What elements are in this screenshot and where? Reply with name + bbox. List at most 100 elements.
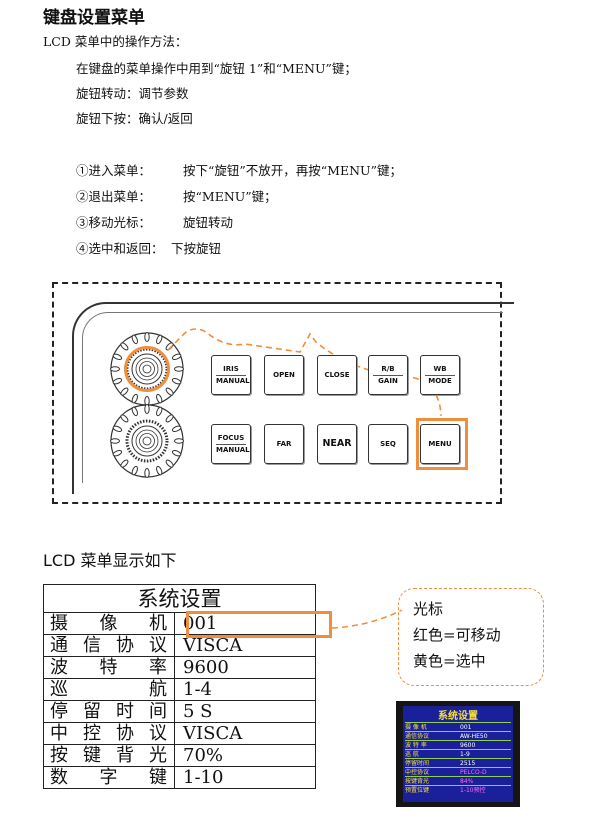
lcd-menu-header: 系统设置 bbox=[43, 584, 316, 613]
lcd-screen-label: 按键背光 bbox=[405, 778, 430, 785]
seq-key[interactable]: SEQ bbox=[368, 424, 408, 464]
key-label: MANUAL bbox=[216, 374, 250, 385]
far-key[interactable]: FAR bbox=[264, 424, 304, 464]
legend-line: 黄色=选中 bbox=[413, 652, 486, 670]
lcd-screen-label: 巡 航 bbox=[405, 751, 419, 758]
knob-illustration bbox=[110, 332, 184, 478]
step-text: 按下“旋钮”不放开，再按“MENU”键； bbox=[183, 163, 402, 178]
knob-2[interactable] bbox=[110, 404, 184, 478]
close-key[interactable]: CLOSE bbox=[317, 355, 357, 395]
setting-label: 波特率 bbox=[43, 656, 175, 679]
key-label: IRIS bbox=[223, 364, 239, 373]
setting-value: VISCA bbox=[174, 722, 316, 745]
step-label: ③移动光标： bbox=[76, 215, 152, 230]
setting-label: 巡航 bbox=[43, 678, 175, 701]
iris-manual-key[interactable]: IRIS MANUAL bbox=[211, 355, 251, 395]
knob-1[interactable] bbox=[110, 332, 184, 406]
lcd-screen-value: 84% bbox=[460, 778, 474, 785]
setting-label: 中控协议 bbox=[43, 722, 175, 745]
lcd-screen-value: PELCO-D bbox=[460, 769, 487, 776]
setting-label: 通信协议 bbox=[43, 634, 175, 657]
lcd-screen-row: 预置位键 1-10预控 bbox=[405, 785, 511, 795]
lcd-screen-row: 摄 像 机 001 bbox=[405, 722, 511, 732]
lcd-screen-row: 波 特 率 9600 bbox=[405, 740, 511, 750]
keyboard-panel-inner-edge bbox=[82, 312, 503, 483]
instruction-line: 在键盘的菜单操作中用到“旋钮 1”和“MENU”键； bbox=[76, 61, 357, 76]
key-label: FAR bbox=[276, 439, 292, 448]
lcd-screen-row: 中控协议 PELCO-D bbox=[405, 767, 511, 777]
setting-label: 按键背光 bbox=[43, 744, 175, 767]
lcd-screen-row: 通信协议 AW-HE50 bbox=[405, 731, 511, 741]
lcd-screen-label: 摄 像 机 bbox=[405, 724, 427, 731]
lcd-screen-value: 1-9 bbox=[460, 751, 470, 758]
legend-line: 红色=可移动 bbox=[413, 626, 501, 644]
key-label: OPEN bbox=[273, 370, 295, 379]
lcd-screen-value: 2515 bbox=[460, 760, 476, 767]
menu-key-highlight bbox=[416, 418, 468, 470]
lcd-screen-label: 波 特 率 bbox=[405, 742, 427, 749]
cursor-legend-text: 光标 红色=可移动 黄色=选中 bbox=[413, 596, 501, 674]
setting-label: 停留时间 bbox=[43, 700, 175, 723]
setting-value: 1-10 bbox=[174, 766, 316, 789]
setting-value: 70% bbox=[174, 744, 316, 767]
key-label: MENU bbox=[428, 439, 452, 448]
menu-key[interactable]: MENU bbox=[420, 424, 460, 464]
lcd-screen-value: 9600 bbox=[460, 742, 476, 749]
setting-value: 1-4 bbox=[174, 678, 316, 701]
step-text: 下按旋钮 bbox=[171, 241, 222, 256]
lcd-section-heading: LCD 菜单显示如下 bbox=[43, 551, 177, 570]
lcd-screen-label: 预置位键 bbox=[405, 787, 430, 794]
open-key[interactable]: OPEN bbox=[264, 355, 304, 395]
lcd-cursor-highlight bbox=[186, 611, 332, 638]
lcd-screen-value: 001 bbox=[460, 724, 472, 731]
key-label: FOCUS bbox=[217, 433, 245, 442]
intro-text: LCD 菜单中的操作方法： bbox=[43, 34, 188, 49]
setting-label: 数字键 bbox=[43, 766, 175, 789]
focus-manual-key[interactable]: FOCUS MANUAL bbox=[211, 424, 251, 464]
setting-value: 5 S bbox=[174, 700, 316, 723]
setting-value: 9600 bbox=[174, 656, 316, 679]
key-label: MANUAL bbox=[216, 443, 250, 454]
lcd-screen-label: 通信协议 bbox=[405, 733, 430, 740]
setting-label: 摄像机 bbox=[43, 612, 175, 635]
key-label: SEQ bbox=[380, 439, 396, 448]
key-label: CLOSE bbox=[324, 370, 350, 379]
lcd-screen-row: 巡 航 1-9 bbox=[405, 749, 511, 759]
key-label: NEAR bbox=[322, 438, 352, 450]
key-label: R/B bbox=[381, 364, 395, 373]
step-text: 按“MENU”键； bbox=[183, 189, 277, 204]
rb-gain-key[interactable]: R/B GAIN bbox=[368, 355, 408, 395]
legend-line: 光标 bbox=[413, 600, 444, 618]
key-label: GAIN bbox=[373, 374, 403, 386]
step-text: 旋钮转动 bbox=[183, 215, 234, 230]
near-key[interactable]: NEAR bbox=[317, 424, 357, 464]
wb-mode-key[interactable]: WB MODE bbox=[420, 355, 460, 395]
step-label: ①进入菜单： bbox=[76, 163, 152, 178]
lcd-screen-value: AW-HE50 bbox=[460, 733, 488, 740]
instruction-line: 旋钮转动：调节参数 bbox=[76, 86, 189, 101]
lcd-screen-value: 1-10预控 bbox=[460, 787, 486, 794]
lcd-screen-row: 停留时间 2515 bbox=[405, 758, 511, 768]
lcd-screen-label: 中控协议 bbox=[405, 769, 430, 776]
page-title: 键盘设置菜单 bbox=[43, 8, 145, 28]
keyboard-panel-edge bbox=[72, 302, 514, 494]
lcd-screen-label: 停留时间 bbox=[405, 760, 430, 767]
key-label: WB bbox=[433, 364, 447, 373]
key-label: MODE bbox=[425, 374, 455, 386]
cursor-legend-callout bbox=[398, 588, 544, 686]
keyboard-diagram-frame bbox=[52, 282, 502, 504]
instruction-line: 旋钮下按：确认/返回 bbox=[76, 111, 193, 126]
lcd-screen-title: 系统设置 bbox=[438, 711, 478, 722]
step-label: ②退出菜单： bbox=[76, 189, 152, 204]
step-label: ④选中和返回： bbox=[76, 241, 164, 256]
lcd-screen-row: 按键背光 84% bbox=[405, 776, 511, 786]
